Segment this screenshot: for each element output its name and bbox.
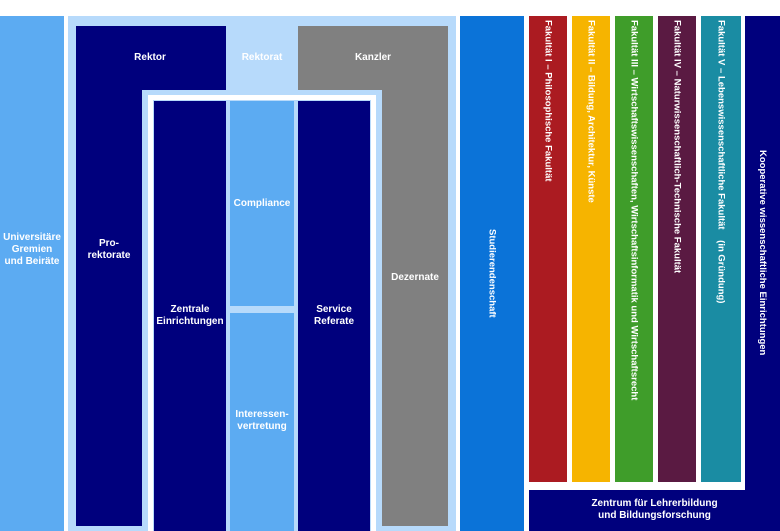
fakultaet-3-label: Fakultät III – Wirtschaftswissenschaften… xyxy=(628,20,640,401)
fakultaet-1-label: Fakultät I – Philosophische Fakultät xyxy=(542,20,554,182)
zentrum-lehrerbildung-label: Zentrum für Lehrerbildung und Bildungsfo… xyxy=(591,498,718,521)
fakultaet-1-box: Fakultät I – Philosophische Fakultät xyxy=(529,16,567,482)
kooperative-einrichtungen-box: Kooperative wissenschaftliche Einrichtun… xyxy=(745,16,780,490)
fakultaet-4-label: Fakultät IV – Naturwissenschaftlich-Tech… xyxy=(671,20,683,274)
studierendenschaft-label: Studierendenschaft xyxy=(486,229,498,318)
universitaere-gremien-label: Universitäre Gremien und Beiräte xyxy=(3,232,61,267)
fakultaet-2-label: Fakultät II – Bildung, Architektur, Küns… xyxy=(585,20,597,203)
dezernate-box xyxy=(382,26,448,526)
zentrale-einrichtungen-box xyxy=(154,101,226,531)
studierendenschaft-box: Studierendenschaft xyxy=(460,16,524,531)
zentrum-lehrerbildung-box xyxy=(529,490,780,531)
fakultaet-5-label: Fakultät V – Lebenswissenschaftliche Fak… xyxy=(715,20,727,304)
interessenvertretung-box xyxy=(230,313,294,531)
interessenvertretung-label: Interessen- vertretung xyxy=(235,409,289,432)
kooperative-einrichtungen-label: Kooperative wissenschaftliche Einrichtun… xyxy=(757,150,768,356)
prorektorate-box xyxy=(76,26,142,526)
service-referate-label: Service Referate xyxy=(313,304,355,327)
zentrale-einrichtungen-label: Zentrale Einrichtungen xyxy=(156,304,224,327)
rektorat-label: Rektorat xyxy=(241,52,283,63)
fakultaet-3-box: Fakultät III – Wirtschaftswissenschaften… xyxy=(615,16,653,482)
universitaere-gremien-box xyxy=(0,16,64,531)
fakultaet-5-box: Fakultät V – Lebenswissenschaftliche Fak… xyxy=(701,16,741,482)
service-referate-box xyxy=(298,101,370,531)
fakultaet-4-box: Fakultät IV – Naturwissenschaftlich-Tech… xyxy=(658,16,696,482)
compliance-box xyxy=(230,101,294,306)
rektor-label: Rektor xyxy=(134,52,166,63)
fakultaet-2-box: Fakultät II – Bildung, Architektur, Küns… xyxy=(572,16,610,482)
dezernate-label: Dezernate xyxy=(391,272,439,283)
prorektorate-label: Pro- rektorate xyxy=(87,238,131,261)
kanzler-label: Kanzler xyxy=(354,52,392,63)
compliance-label: Compliance xyxy=(233,198,291,209)
